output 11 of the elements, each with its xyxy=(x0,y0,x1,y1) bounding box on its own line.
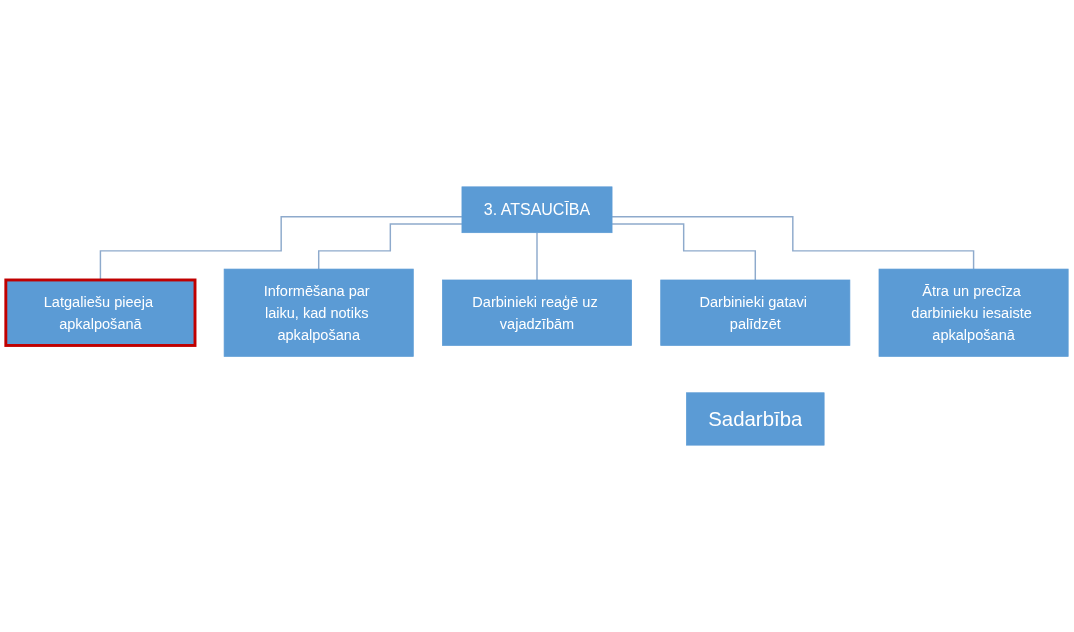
node-box: Darbinieki gatavi palīdzēt xyxy=(660,279,851,346)
node-box: Informēšana par laiku, kad notiks apkalpošana xyxy=(223,268,414,357)
node-box: Latgaliešu pieeja apkalpošanā xyxy=(4,278,197,347)
node-box: Darbinieki reaģē uz vajadzībām xyxy=(442,279,632,346)
node-box: Sadarbība xyxy=(686,392,825,446)
connector xyxy=(611,216,975,270)
connector xyxy=(611,223,756,281)
connector xyxy=(536,231,538,281)
node-box: Ātra un precīza darbinieku iesaiste apkalpošanā xyxy=(878,268,1069,357)
node-box: 3. ATSAUCĪBA xyxy=(461,186,613,234)
connector xyxy=(317,223,463,270)
